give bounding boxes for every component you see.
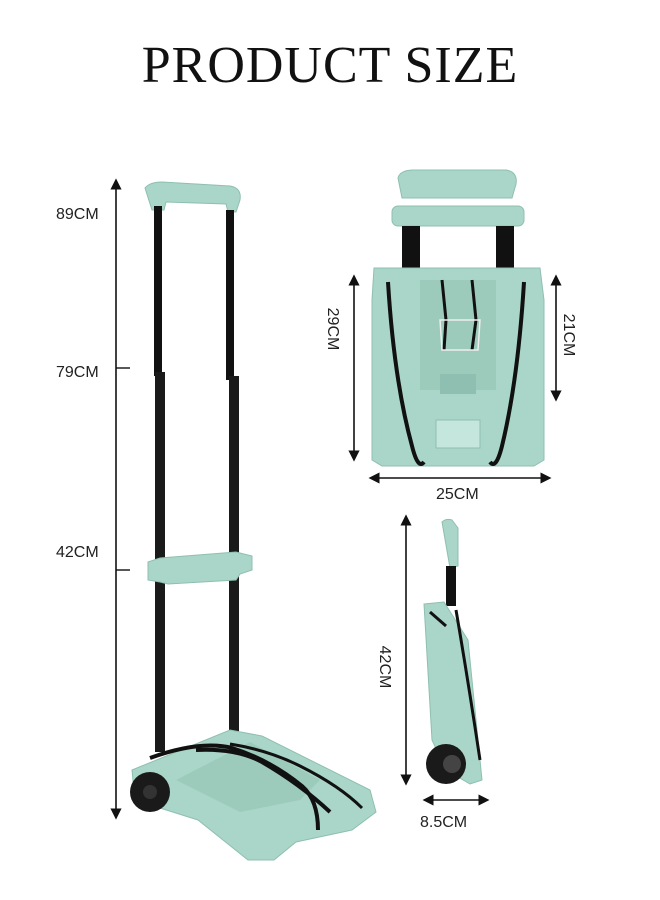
side-depth-label: 8.5CM (420, 814, 468, 831)
folded-inner-height-label: 21CM (560, 313, 577, 357)
total-height-label: 89CM (56, 206, 99, 223)
folded-trolley-side-illustration (423, 518, 483, 785)
mid-height-label: 79CM (56, 364, 99, 381)
folded-height-label: 29CM (324, 307, 341, 351)
extended-trolley-illustration (130, 181, 377, 861)
folded-width-label: 25CM (436, 486, 479, 503)
folded-trolley-front-illustration (371, 169, 545, 467)
side-height-label: 42CM (376, 645, 393, 689)
low-height-label: 42CM (56, 544, 99, 561)
page-title: PRODUCT SIZE (141, 37, 519, 94)
